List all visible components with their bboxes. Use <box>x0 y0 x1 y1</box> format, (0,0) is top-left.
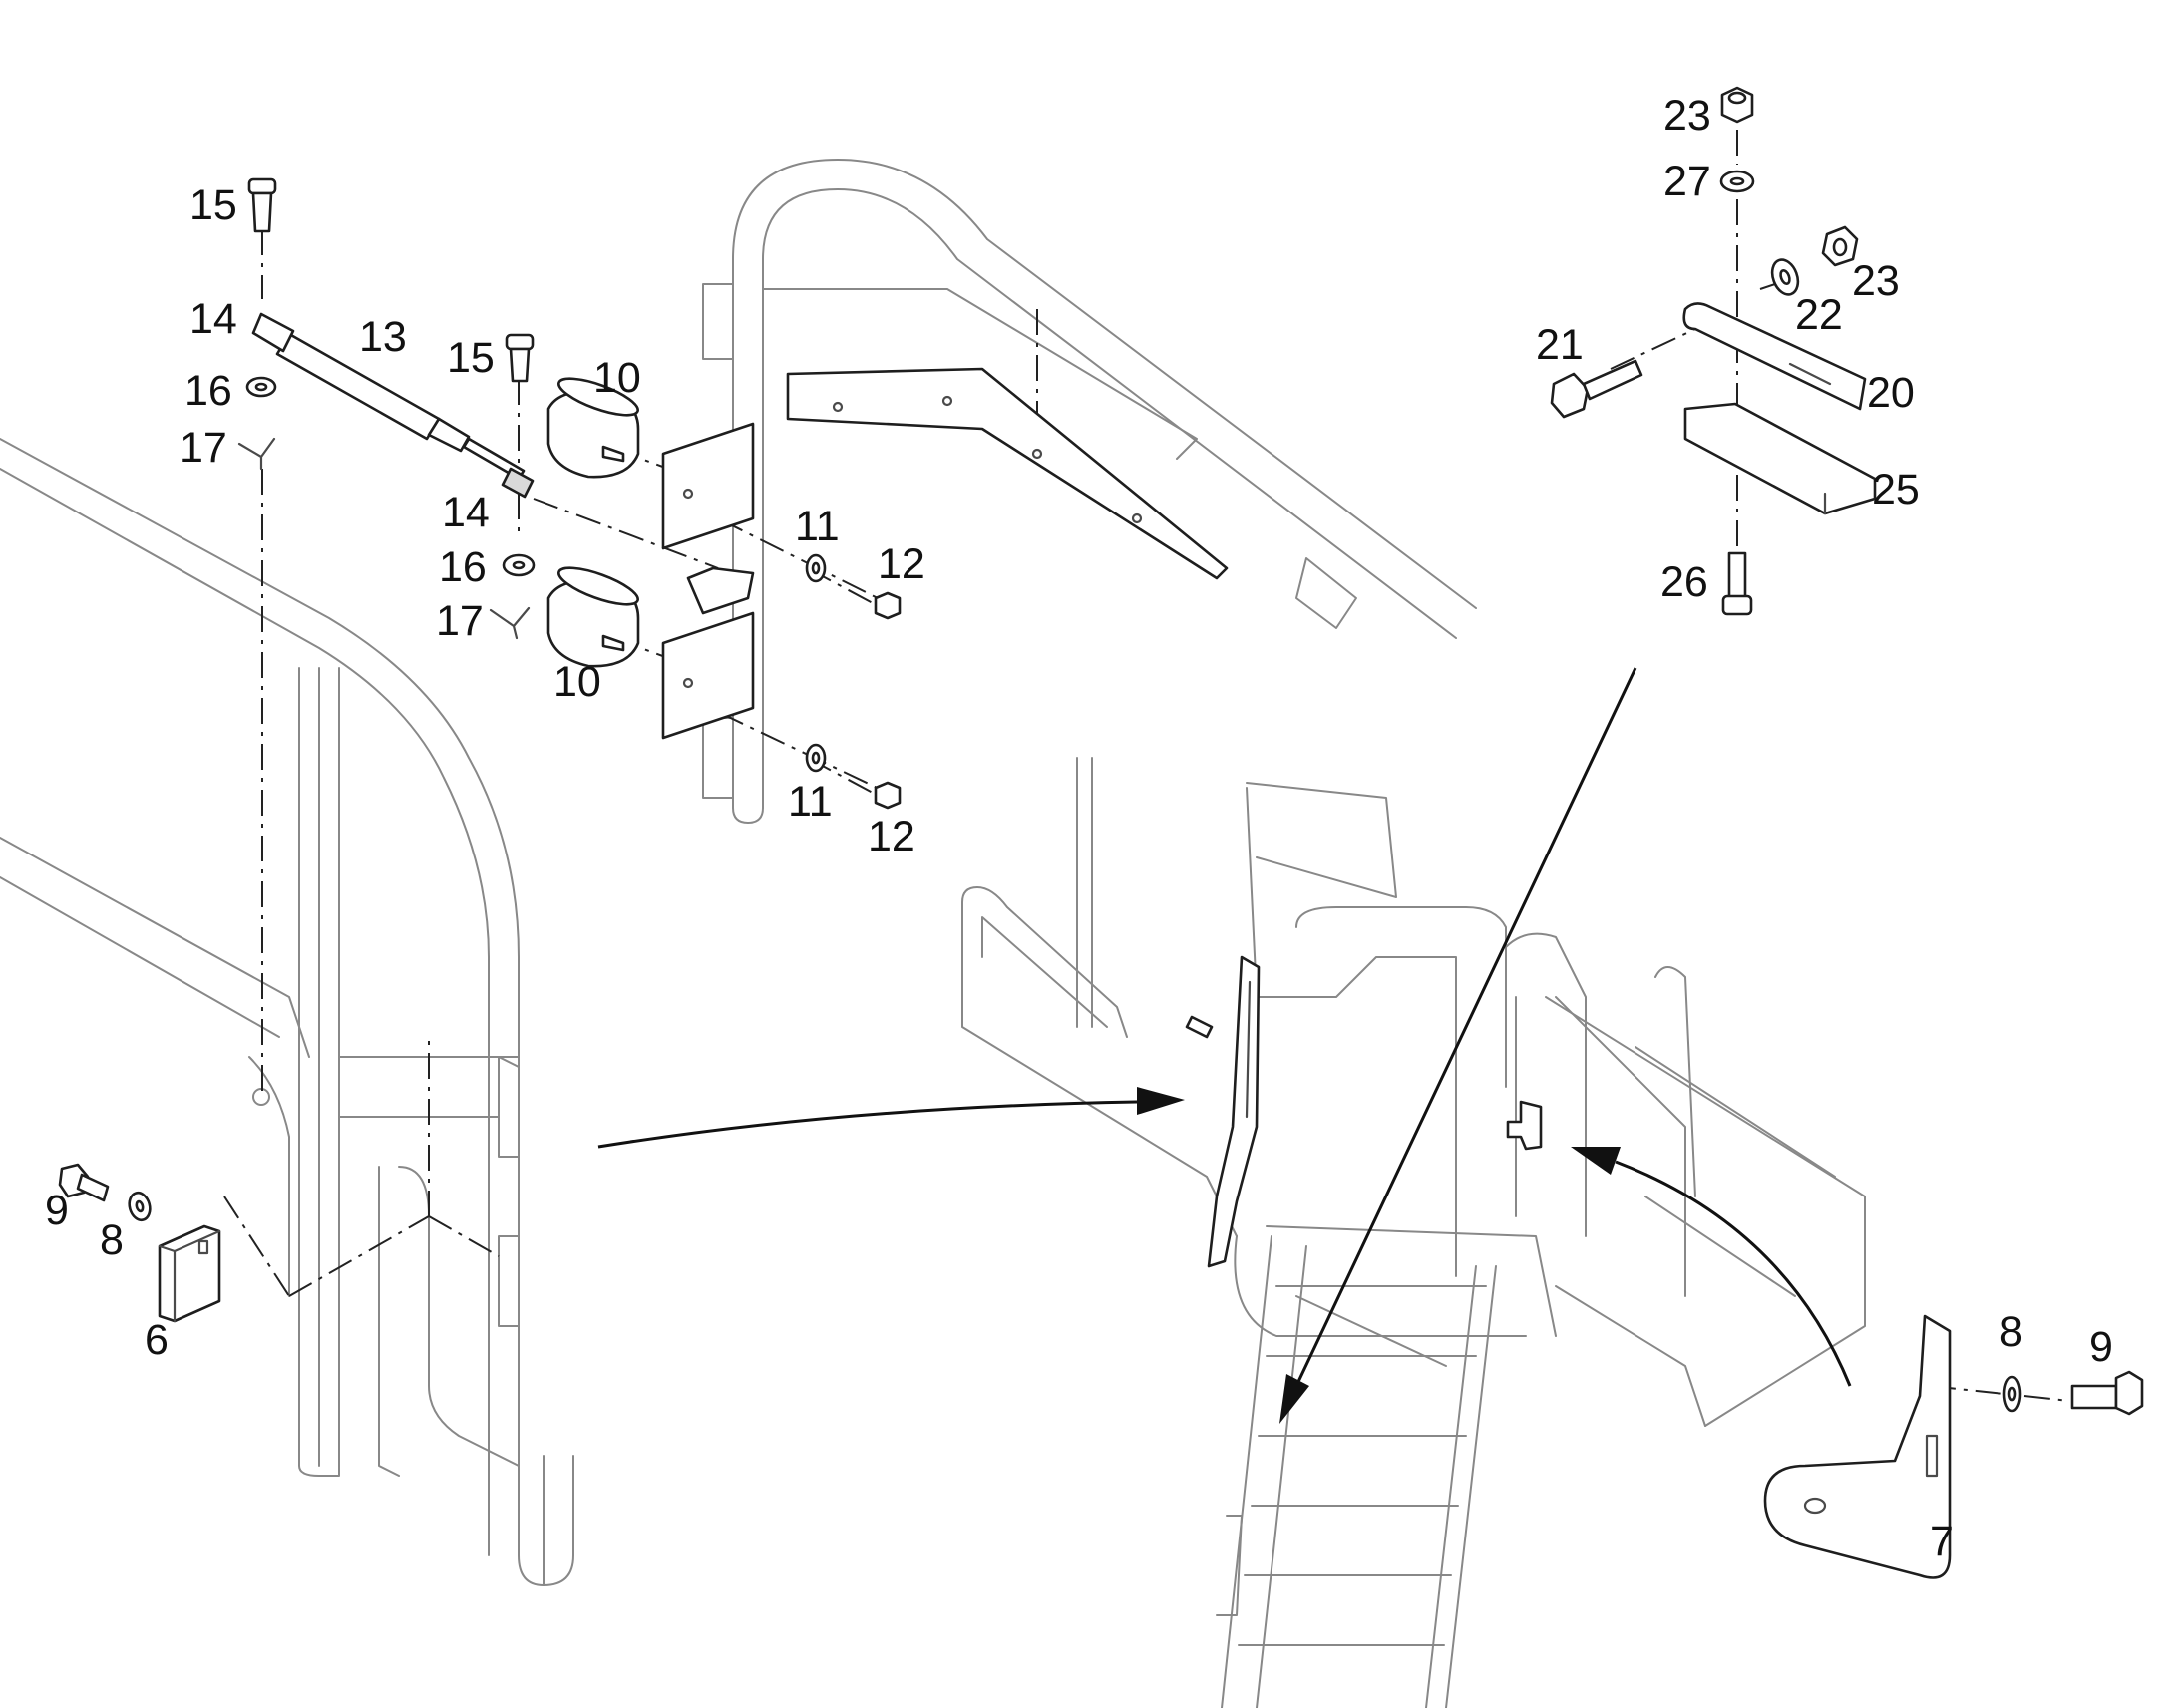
nut-12-upper <box>874 591 902 620</box>
bolt-9-right <box>2070 1370 2144 1416</box>
highlighted-bracket <box>1506 1100 1543 1151</box>
washer-8-left <box>128 1191 152 1222</box>
washer-16-left <box>245 376 277 398</box>
callout-26: 26 <box>1660 558 1708 606</box>
cotter-17-right <box>489 606 531 640</box>
tapered-rail <box>786 367 1229 580</box>
rubber-buffer-10-lower <box>546 566 640 668</box>
callout-7: 7 <box>1930 1518 1954 1565</box>
callout-27: 27 <box>1663 158 1711 205</box>
left-handrail-frame <box>0 438 574 1586</box>
leader-arrows <box>597 667 1852 1424</box>
washer-11-lower <box>805 743 827 773</box>
mounting-plate-lower <box>661 611 755 740</box>
callout-13: 13 <box>359 313 407 361</box>
pin-15-left <box>247 177 277 233</box>
callout-12: 12 <box>878 540 925 588</box>
rubber-buffer-10-upper <box>546 377 640 479</box>
callout-15: 15 <box>447 334 495 382</box>
gas-spring-13 <box>251 312 535 499</box>
mounting-plate-upper <box>661 422 755 550</box>
pin-15-right <box>505 333 535 383</box>
washer-22 <box>1770 258 1800 296</box>
bracket-20 <box>1682 302 1867 411</box>
callout-23: 23 <box>1852 257 1900 305</box>
upper-handrail-frame <box>702 159 1477 824</box>
cotter-17-left <box>237 437 276 471</box>
nut-12-lower <box>874 781 902 810</box>
callout-17: 17 <box>180 424 227 472</box>
callout-labels: 15 14 13 16 17 15 10 14 16 17 10 11 12 1… <box>45 92 2113 1565</box>
callout-14: 14 <box>189 295 237 343</box>
bolt-9-left <box>58 1163 110 1202</box>
callout-6: 6 <box>145 1316 169 1364</box>
washer-11-upper <box>805 553 827 583</box>
bolt-21 <box>1550 359 1643 419</box>
callout-9: 9 <box>45 1187 69 1234</box>
callout-16: 16 <box>439 543 487 591</box>
assembly-axes <box>223 130 2070 1402</box>
callout-20: 20 <box>1867 369 1915 417</box>
bracket-6 <box>158 1224 221 1323</box>
washer-8-right <box>2002 1375 2022 1413</box>
hinge-bracket <box>686 566 755 615</box>
highlighted-handle <box>1185 955 1261 1268</box>
nut-23-top <box>1720 86 1754 124</box>
callout-23: 23 <box>1663 92 1711 140</box>
callout-22: 22 <box>1795 291 1843 339</box>
bracket-7 <box>1763 1314 1952 1579</box>
callout-10: 10 <box>593 354 641 402</box>
callout-12: 12 <box>868 813 915 860</box>
callout-8: 8 <box>100 1216 124 1264</box>
callout-9: 9 <box>2089 1323 2113 1371</box>
callout-11: 11 <box>788 778 833 826</box>
callout-25: 25 <box>1872 466 1920 513</box>
callout-11: 11 <box>795 503 840 550</box>
plate-25 <box>1683 402 1877 515</box>
callout-15: 15 <box>189 181 237 229</box>
washer-27 <box>1719 170 1755 193</box>
machine-platform <box>961 757 1866 1708</box>
callout-14: 14 <box>442 489 490 536</box>
callout-16: 16 <box>184 367 232 415</box>
callout-8: 8 <box>1999 1308 2023 1356</box>
callout-21: 21 <box>1536 321 1584 369</box>
nut-23-side <box>1821 225 1859 267</box>
callout-10: 10 <box>553 658 601 706</box>
bolt-26 <box>1721 551 1753 616</box>
washer-16-right <box>502 553 536 577</box>
callout-17: 17 <box>436 597 484 645</box>
